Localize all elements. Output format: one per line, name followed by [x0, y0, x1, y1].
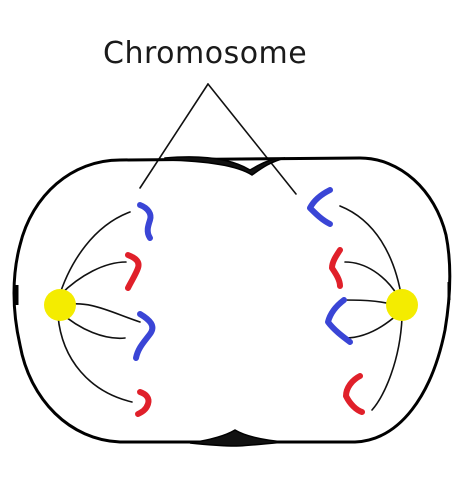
pointer-line-right	[207, 83, 297, 195]
chromosome-blue	[307, 187, 333, 227]
chromosome-red	[125, 252, 142, 291]
chromosome-red	[329, 247, 343, 289]
right-chromosomes	[307, 187, 365, 415]
left-chromosomes	[125, 202, 156, 417]
spindle-fiber	[339, 205, 403, 301]
chromosome-red	[135, 389, 152, 417]
spindle-fiber	[371, 317, 403, 411]
cleavage-furrow-bottom	[189, 429, 286, 447]
spindle-fiber	[59, 261, 127, 296]
left-spindle	[44, 211, 141, 403]
label-pointer-lines	[139, 83, 297, 195]
cell-outline	[12, 156, 452, 447]
chromosome-blue	[133, 311, 156, 361]
chromosome-red	[343, 373, 365, 415]
spindle-pole-right	[386, 289, 418, 321]
spindle-pole-left	[44, 289, 76, 321]
chromosome-label: Chromosome	[103, 36, 307, 71]
spindle-fiber	[57, 211, 131, 301]
spindle-fiber	[344, 261, 399, 297]
chromosome-blue	[137, 202, 154, 241]
chromosome-blue	[325, 297, 353, 345]
cleavage-furrow-top	[164, 156, 286, 176]
cell-membrane	[12, 156, 452, 444]
pointer-line-left	[139, 83, 209, 189]
spindle-fiber	[344, 313, 399, 339]
spindle-fiber	[57, 315, 133, 403]
